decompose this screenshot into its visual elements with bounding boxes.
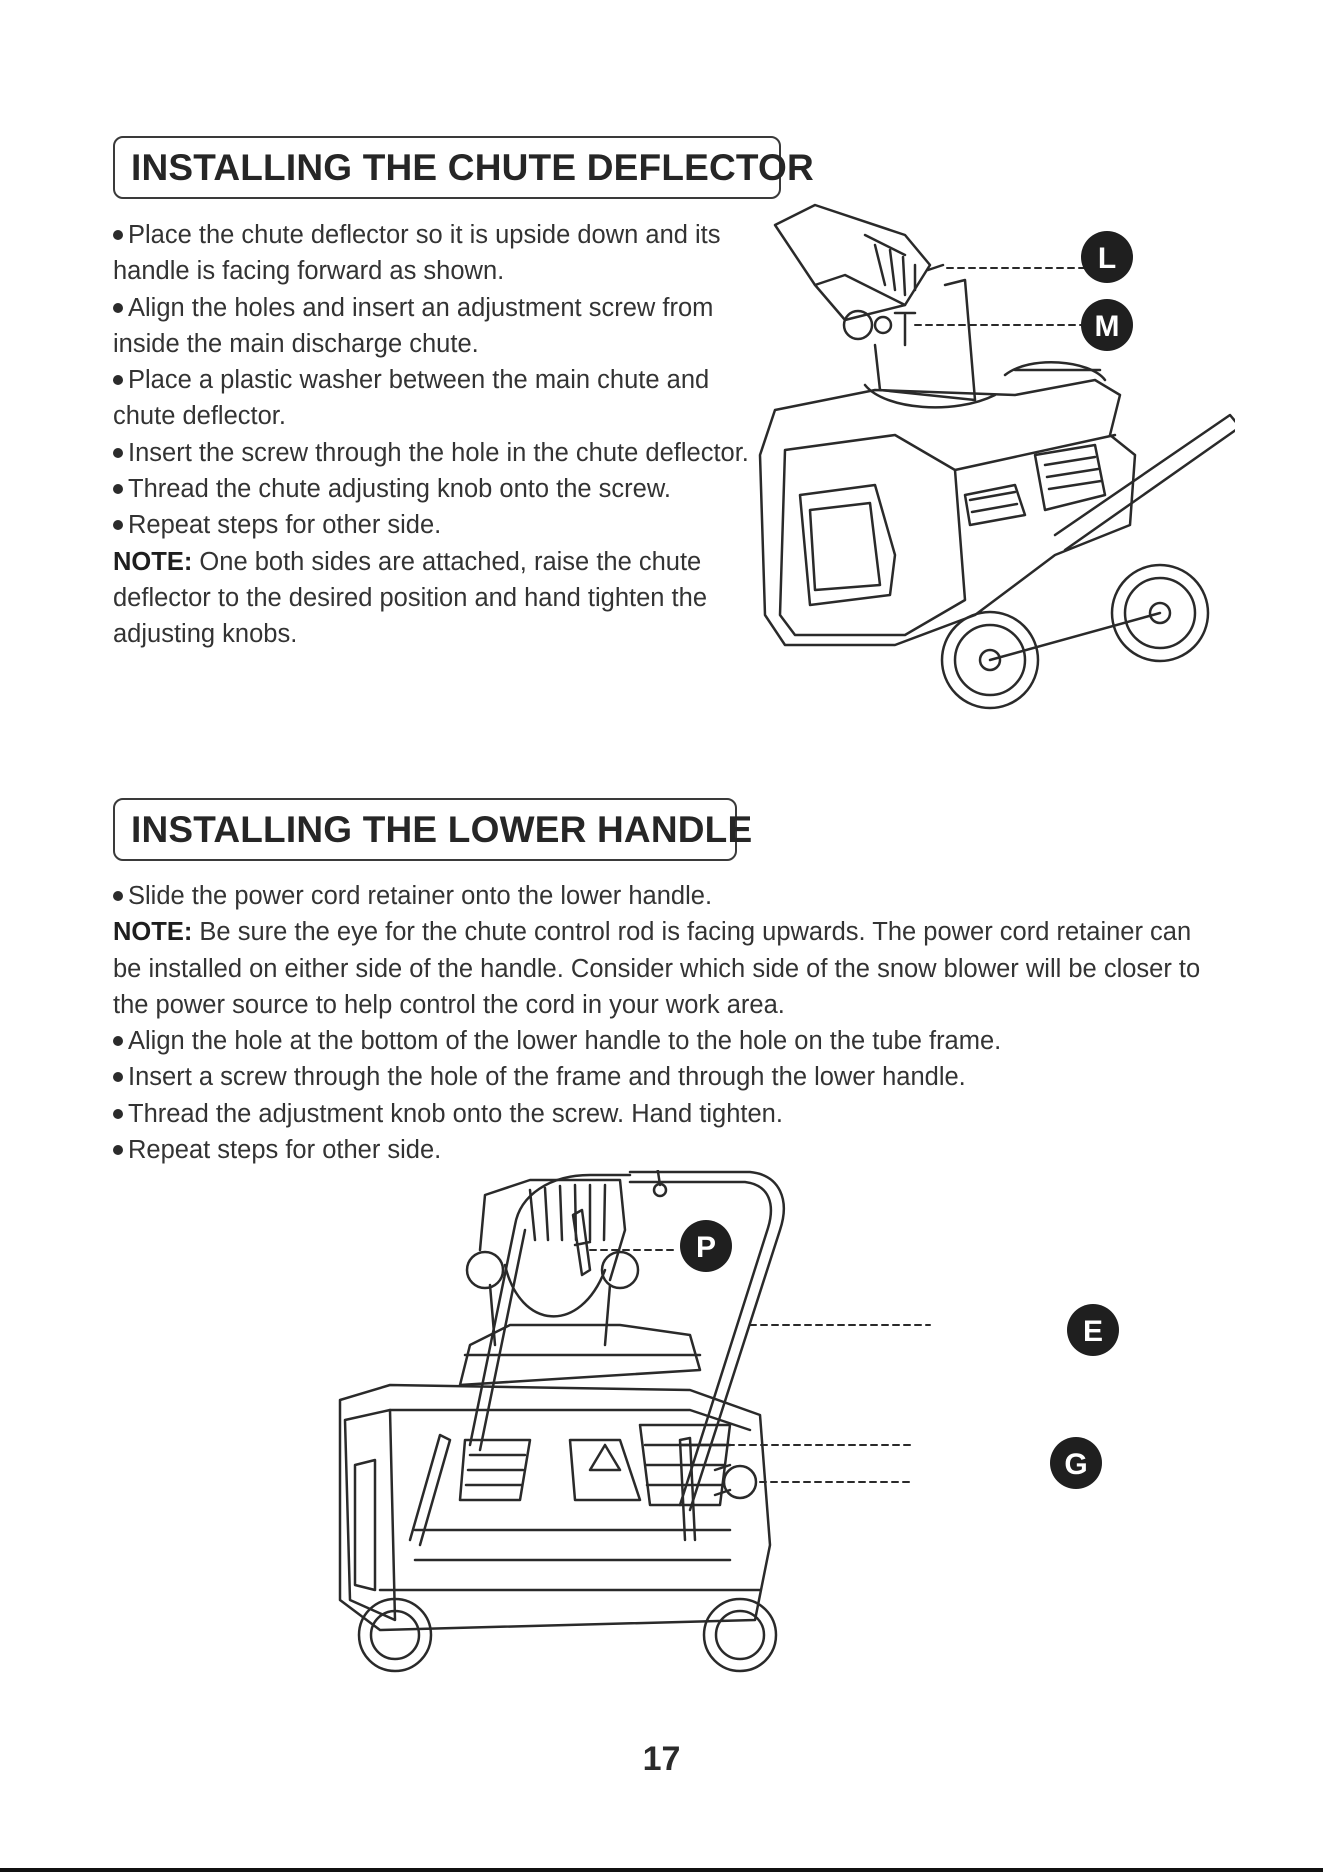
page-bottom-rule xyxy=(0,1868,1323,1872)
step-text: Insert a screw through the hole of the f… xyxy=(113,1059,1223,1095)
callout-label-g: G xyxy=(1064,1448,1087,1481)
note-label: NOTE: xyxy=(113,547,193,576)
lower-handle-instructions: Slide the power cord retainer onto the l… xyxy=(113,878,1223,1168)
callout-badge-p xyxy=(680,1220,732,1272)
callout-label-m: M xyxy=(1095,310,1120,343)
callout-badge-m xyxy=(1081,299,1133,351)
lower-handle-illustration: P E G xyxy=(338,1170,1119,1673)
step-text: Insert the screw through the hole in the… xyxy=(113,435,753,471)
step-text: Thread the adjustment knob onto the scre… xyxy=(113,1096,1223,1132)
knob-icon xyxy=(842,309,874,341)
step-text: Repeat steps for other side. xyxy=(113,507,753,543)
knob-icon xyxy=(465,1250,505,1290)
step-text: Align the holes and insert an adjustment… xyxy=(113,290,753,363)
page-number: 17 xyxy=(642,1740,681,1778)
step-text: Place the chute deflector so it is upsid… xyxy=(113,217,753,290)
blower-body xyxy=(338,1383,772,1632)
note-text: One both sides are attached, raise the c… xyxy=(113,547,708,649)
cord-retainer xyxy=(571,1208,592,1277)
deflector-part xyxy=(773,203,932,322)
knob-icon xyxy=(600,1250,640,1290)
wheel-icon xyxy=(357,1597,433,1673)
step-text: Repeat steps for other side. xyxy=(113,1132,1223,1168)
callout-badge-l xyxy=(1081,231,1133,283)
wheel-icon xyxy=(702,1597,778,1673)
note-paragraph: NOTE: Be sure the eye for the chute cont… xyxy=(113,914,1223,1023)
note-text: Be sure the eye for the chute control ro… xyxy=(113,918,1201,1019)
washer-icon xyxy=(873,315,893,335)
knob-icon xyxy=(722,1464,758,1500)
section-title-lower-handle: INSTALLING THE LOWER HANDLE xyxy=(113,798,752,861)
blower-body xyxy=(758,378,1137,647)
wheel-icon xyxy=(940,610,1040,710)
wheel-icon xyxy=(1110,563,1210,663)
step-text: Align the hole at the bottom of the lowe… xyxy=(113,1023,1223,1059)
chute-deflector-illustration: L M xyxy=(758,203,1235,710)
callout-label-l: L xyxy=(1098,242,1116,275)
callout-badge-g xyxy=(1050,1437,1102,1489)
callout-label-p: P xyxy=(696,1231,716,1264)
step-text: Place a plastic washer between the main … xyxy=(113,362,753,435)
note-label: NOTE: xyxy=(113,918,193,947)
step-text: Thread the chute adjusting knob onto the… xyxy=(113,471,753,507)
section-title-chute-deflector: INSTALLING THE CHUTE DEFLECTOR xyxy=(113,136,814,199)
callout-badge-e xyxy=(1067,1304,1119,1356)
note-paragraph: NOTE: One both sides are attached, raise… xyxy=(113,544,753,653)
callout-label-e: E xyxy=(1083,1315,1103,1348)
step-text: Slide the power cord retainer onto the l… xyxy=(113,878,1223,914)
chute-deflector-instructions: Place the chute deflector so it is upsid… xyxy=(113,217,753,653)
